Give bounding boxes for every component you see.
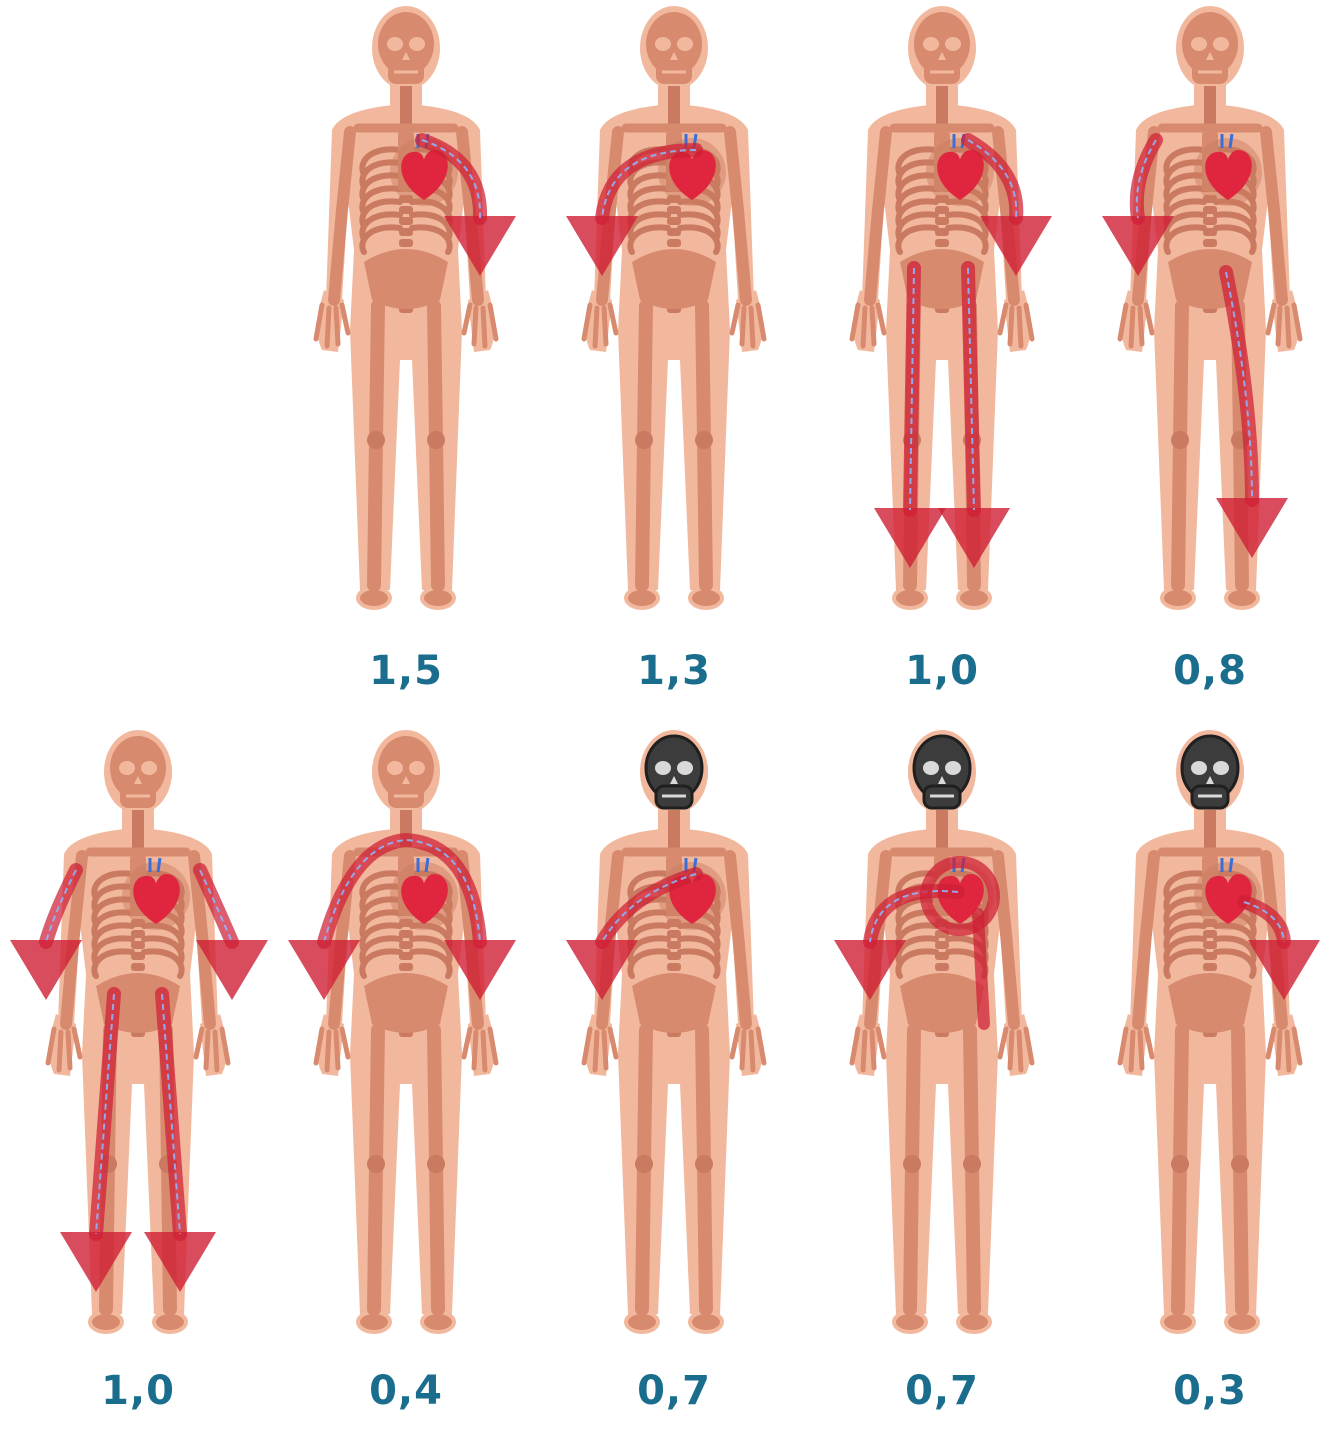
heart-current-factor-label: 1,0 bbox=[808, 648, 1076, 694]
body-figure-1-3 bbox=[540, 0, 808, 720]
body-figure-2-3 bbox=[540, 724, 808, 1444]
heart-current-factor-label: 0,8 bbox=[1076, 648, 1340, 694]
human-body bbox=[584, 6, 764, 610]
human-body bbox=[1120, 730, 1300, 1334]
heart-current-factor-label: 0,7 bbox=[808, 1368, 1076, 1414]
body-figure-1-2 bbox=[272, 0, 540, 720]
human-body bbox=[316, 6, 496, 610]
current-path-illustration bbox=[1076, 724, 1340, 1364]
human-body bbox=[852, 730, 1032, 1334]
current-path-illustration bbox=[540, 0, 808, 640]
human-body bbox=[584, 730, 764, 1334]
body-figure-1-5 bbox=[1076, 0, 1340, 720]
heart-current-factor-label: 1,3 bbox=[540, 648, 808, 694]
body-figure-2-2 bbox=[272, 724, 540, 1444]
human-body bbox=[316, 730, 496, 1334]
heart-current-factor-label: 0,7 bbox=[540, 1368, 808, 1414]
body-figure-1-4 bbox=[808, 0, 1076, 720]
body-figure-2-1 bbox=[4, 724, 272, 1444]
body-figure-2-4 bbox=[808, 724, 1076, 1444]
current-path-illustration bbox=[808, 724, 1076, 1364]
heart-current-factor-label: 1,5 bbox=[272, 648, 540, 694]
body-figure-2-5 bbox=[1076, 724, 1340, 1444]
current-path-illustration bbox=[1076, 0, 1340, 640]
current-path-illustration bbox=[808, 0, 1076, 640]
current-path-illustration bbox=[272, 0, 540, 640]
current-path-illustration bbox=[4, 724, 272, 1364]
human-body bbox=[852, 6, 1032, 610]
body-figure-1-1 bbox=[4, 0, 272, 720]
heart-current-factor-label: 0,3 bbox=[1076, 1368, 1340, 1414]
heart-current-factor-label: 0,4 bbox=[272, 1368, 540, 1414]
heart-current-factor-label: 1,0 bbox=[4, 1368, 272, 1414]
current-path-illustration bbox=[272, 724, 540, 1364]
current-path-illustration bbox=[540, 724, 808, 1364]
